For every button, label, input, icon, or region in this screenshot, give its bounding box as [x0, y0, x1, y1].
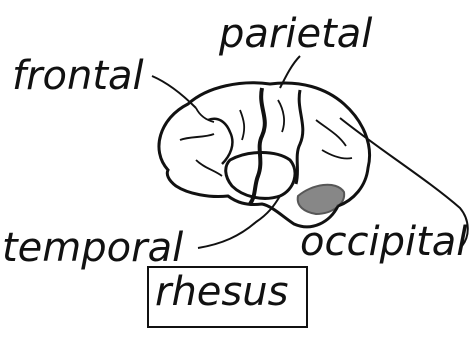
occipital-label: occipital: [300, 222, 467, 262]
species-label: rhesus: [155, 272, 288, 312]
temporal-label: temporal: [2, 228, 183, 268]
parietal-label: parietal: [219, 14, 372, 54]
frontal-label: frontal: [12, 56, 144, 96]
